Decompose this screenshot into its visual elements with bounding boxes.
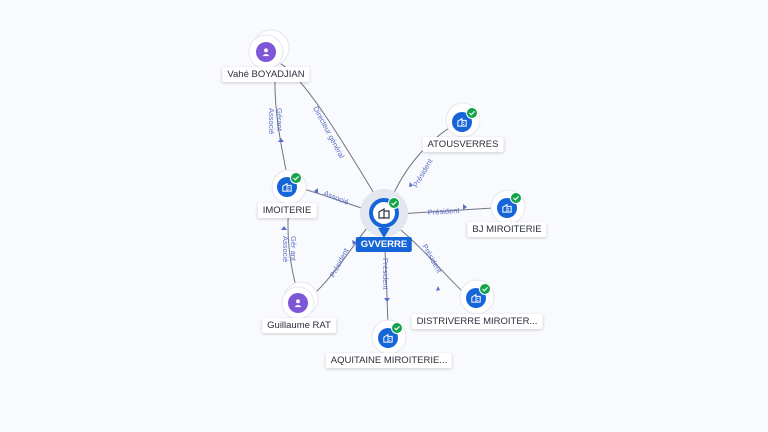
edge-label: Associé	[281, 236, 290, 262]
edge-label: Président	[328, 246, 351, 279]
edge-arrow-icon	[314, 188, 318, 194]
edge-label: Gérant	[275, 108, 284, 132]
edge-label: Directeur général	[311, 105, 346, 160]
edge-arrow-icon	[384, 298, 390, 302]
node-label-distriverre-miroiterie[interactable]: DISTRIVERRE MIROITER...	[411, 314, 543, 329]
verified-badge-icon	[479, 283, 491, 295]
node-aquitaine-miroiterie[interactable]	[371, 319, 407, 355]
edge-label: Président	[381, 258, 390, 291]
edge-arrow-icon	[463, 204, 467, 210]
node-atousverres[interactable]	[445, 102, 481, 138]
edge-arrow-icon	[281, 226, 287, 230]
node-bj-miroiterie[interactable]	[490, 189, 526, 225]
node-vahe-boyadjian[interactable]	[248, 29, 290, 70]
verified-badge-icon	[388, 197, 400, 209]
edge-arrows	[278, 138, 467, 302]
node-label-guillaume-rat[interactable]: Guillaume RAT	[262, 318, 336, 333]
verified-badge-icon	[510, 192, 522, 204]
edge-vahe-imoiterie[interactable]	[274, 71, 287, 171]
node-label-vahe-boyadjian[interactable]: Vahé BOYADJIAN	[222, 67, 310, 82]
node-guillaume-rat[interactable]	[281, 281, 319, 320]
edge-gvverre-distriverre[interactable]	[394, 224, 465, 294]
edge-arrow-icon	[278, 138, 284, 142]
node-label-bj-miroiterie[interactable]: BJ MIROITERIE	[467, 222, 547, 237]
node-label-imoiterie[interactable]: IMOITERIE	[257, 203, 317, 218]
verified-badge-icon	[466, 107, 478, 119]
node-distriverre-miroiterie[interactable]	[459, 279, 495, 315]
edge-label: Président	[420, 243, 444, 276]
verified-badge-icon	[290, 172, 302, 184]
edge-label: Associé	[267, 108, 276, 134]
edge-label: Associé	[322, 189, 350, 207]
verified-badge-icon	[391, 322, 403, 334]
edge-label: Gér ant	[289, 236, 298, 262]
node-gvverre-central[interactable]	[360, 189, 408, 238]
node-imoiterie[interactable]	[271, 169, 307, 205]
edge-gvverre-atousverres[interactable]	[389, 125, 453, 203]
edge-guillaume-gvverre[interactable]	[307, 221, 373, 301]
edge-label: Président	[428, 206, 461, 217]
node-label-atousverres[interactable]: ATOUSVERRES	[422, 137, 504, 152]
edge-arrow-icon	[436, 286, 440, 291]
edge-arrow-icon	[352, 240, 356, 245]
node-label-gvverre[interactable]: GVVERRE	[355, 237, 413, 252]
edge-arrow-icon	[409, 182, 413, 187]
node-label-aquitaine-miroiterie[interactable]: AQUITAINE MIROITERIE...	[325, 353, 453, 368]
edge-label: Président	[411, 156, 435, 189]
